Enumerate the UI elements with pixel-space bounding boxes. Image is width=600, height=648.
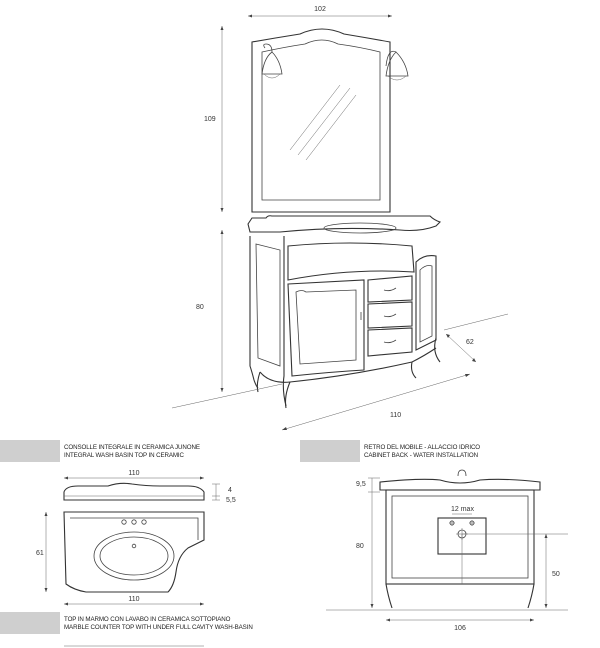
drawer-handle [383, 313, 397, 318]
cabinet-door [287, 279, 365, 377]
dim-line-width-bottom [281, 373, 471, 431]
depth-reference-line [443, 313, 509, 331]
retro-counter-top [379, 478, 541, 491]
foot-front-left [284, 381, 291, 409]
consolle-caption: CONSOLLE INTEGRALE IN CERAMICA JUNONE IN… [64, 444, 200, 460]
consolle-side-profile [63, 482, 205, 501]
drawer-handle [383, 339, 397, 344]
mirror-reflection-line [289, 84, 341, 151]
counter-top [247, 215, 442, 233]
cabinet-left-side [249, 236, 287, 407]
retro-section: 12 max 9,5 80 50 106 [326, 469, 568, 632]
consolle-basin-inner [99, 536, 169, 576]
retro-caption-line2: CABINET BACK - WATER INSTALLATION [364, 452, 478, 459]
floor-reference-line [171, 383, 283, 409]
dim-label-h80: 80 [356, 543, 364, 550]
dim-label-consolle-width-side: 110 [128, 470, 139, 477]
marmo-caption: TOP IN MARMO CON LAVABO IN CERAMICA SOTT… [64, 616, 253, 632]
marmo-caption-line1: TOP IN MARMO CON LAVABO IN CERAMICA SOTT… [64, 616, 231, 623]
tap-hole-right [141, 519, 147, 525]
drawer-middle [367, 301, 413, 329]
dim-line-depth [445, 333, 477, 363]
dim-label-width-bottom: 110 [390, 412, 401, 419]
marmo-caption-line2: MARBLE COUNTER TOP WITH UNDER FULL CAVIT… [64, 624, 253, 631]
bottom-apron [259, 347, 437, 383]
mirror-glass [261, 39, 381, 201]
top-apron [287, 242, 415, 281]
dim-label-mirror-height: 109 [204, 116, 216, 123]
wall-lamp-right [385, 50, 409, 81]
drawer-top [367, 275, 413, 303]
right-door-panel [419, 265, 433, 343]
marmo-caption-bar [0, 612, 60, 634]
mirror-reflection-line [305, 94, 357, 161]
retro-legs [385, 583, 535, 609]
drain-hole [131, 543, 137, 549]
drawer-handle [383, 287, 397, 292]
cabinet-right-door [415, 255, 437, 351]
tap-hole-center [131, 519, 137, 525]
dim-label-12max: 12 max [451, 506, 474, 513]
consolle-caption-line1: CONSOLLE INTEGRALE IN CERAMICA JUNONE [64, 444, 200, 451]
dim-label-consolle-h4: 4 [228, 487, 232, 494]
mirror-frame [251, 28, 391, 213]
tap-hole-left [121, 519, 127, 525]
dim-label-consolle-width-plan: 110 [128, 596, 139, 603]
retro-caption: RETRO DEL MOBILE - ALLACCIO IDRICO CABIN… [364, 444, 480, 460]
water-inlet-right [469, 520, 475, 526]
faucet-outline [457, 469, 467, 477]
dim-label-h50: 50 [552, 571, 560, 578]
retro-caption-bar [300, 440, 360, 462]
dim-label-consolle-h55: 5,5 [226, 497, 236, 504]
consolle-caption-bar [0, 440, 60, 462]
dim-label-cabinet-height: 80 [196, 304, 204, 311]
cabinet-left-panel [255, 243, 281, 367]
retro-cabinet-inner [391, 495, 529, 579]
drawer-bottom [367, 327, 413, 357]
dim-label-h95: 9,5 [356, 481, 366, 488]
main-furniture-drawing: 102 109 80 [171, 6, 509, 431]
dim-label-consolle-depth: 61 [36, 550, 44, 557]
dim-label-w106: 106 [454, 625, 466, 632]
door-inner-panel [295, 289, 357, 365]
mirror-reflection-line [297, 87, 351, 156]
dim-label-depth: 62 [466, 339, 474, 346]
consolle-basin [93, 531, 175, 581]
foot-front-right [410, 361, 417, 379]
consolle-plan-view [63, 511, 205, 593]
water-inlet-left [449, 520, 455, 526]
foot-left [256, 371, 261, 393]
wall-lamp-left [261, 43, 283, 79]
foot-right [434, 337, 441, 363]
basin [323, 222, 397, 234]
retro-cabinet-back [385, 489, 535, 585]
dim-label-width-top: 102 [314, 6, 326, 13]
consolle-section: 110 4 5,5 61 110 [36, 470, 236, 647]
retro-caption-line1: RETRO DEL MOBILE - ALLACCIO IDRICO [364, 444, 481, 451]
consolle-caption-line2: INTEGRAL WASH BASIN TOP IN CERAMIC [64, 452, 184, 459]
